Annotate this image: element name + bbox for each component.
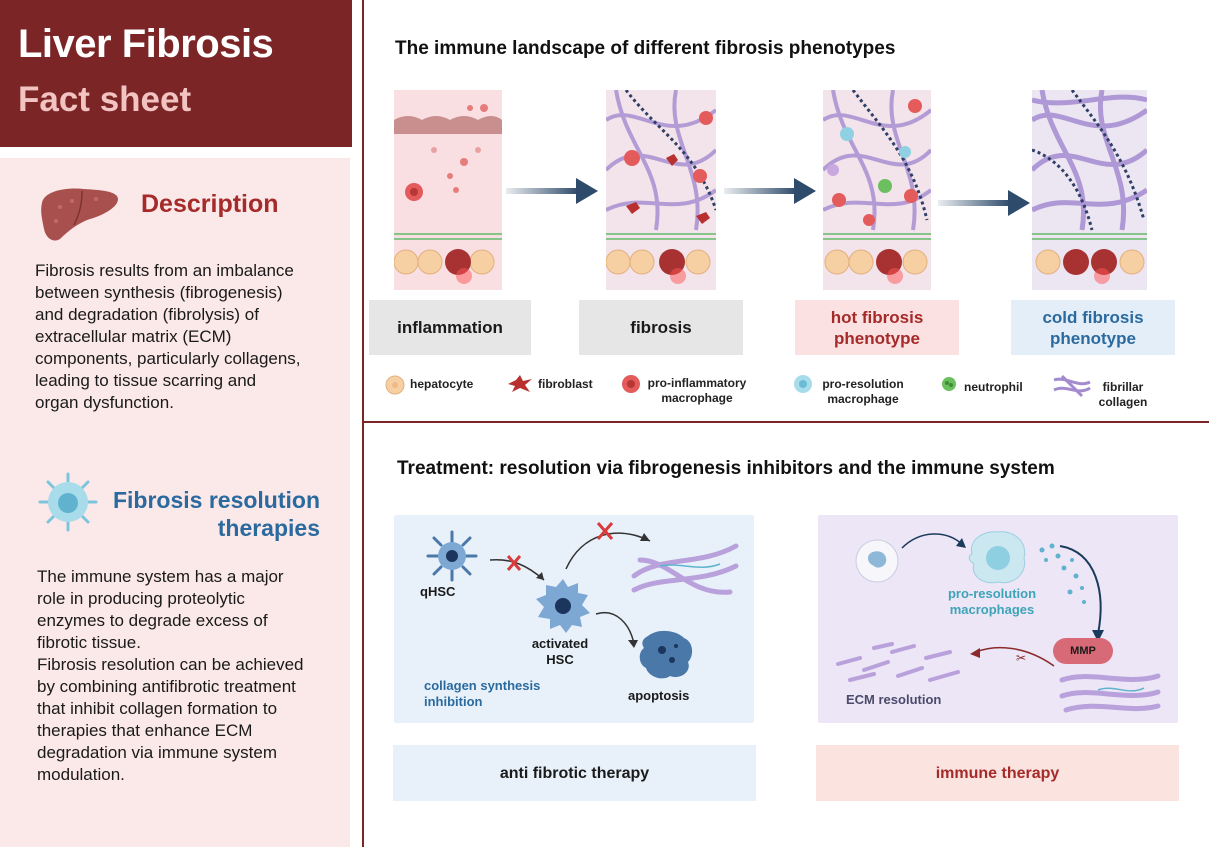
hot-fibrosis-tissue — [823, 90, 931, 290]
ecm-resolution-label: ECM resolution — [846, 692, 942, 707]
secretion-arrow-icon — [1039, 543, 1104, 642]
resolution-line: that inhibit collagen formation to — [37, 699, 278, 718]
arrow-icon — [938, 190, 1030, 216]
resolution-heading-line2: therapies — [217, 515, 320, 541]
legend-label: fibroblast — [538, 377, 593, 391]
mmp-badge: MMP — [1053, 638, 1113, 664]
landscape-heading: The immune landscape of different fibros… — [395, 38, 896, 59]
resolution-line: modulation. — [37, 765, 125, 784]
immune-therapy-text: immune therapy — [935, 764, 1060, 782]
page-subtitle: Fact sheet — [18, 80, 192, 119]
stage-label-text: cold fibrosis phenotype — [1042, 307, 1144, 348]
legend-label: neutrophil — [964, 380, 1023, 394]
svg-text:✂: ✂ — [1016, 651, 1026, 665]
inflammation-tissue — [394, 90, 502, 290]
blocked-arrow-icon — [565, 522, 651, 570]
description-line: Fibrosis results from an imbalance — [35, 261, 294, 280]
macrophage-icon — [38, 472, 98, 532]
stage-label-text: hot fibrosis phenotype — [830, 307, 924, 348]
legend-label: pro-resolution macrophage — [822, 377, 904, 406]
fibroblast-icon — [508, 375, 532, 392]
pro-resolution-macrophages-label: pro-resolution macrophages — [947, 586, 1037, 617]
apoptotic-cell-icon — [639, 630, 693, 679]
resolution-line: The immune system has a major — [37, 567, 284, 586]
resolution-line: fibrotic tissue. — [37, 633, 141, 652]
vertical-divider — [362, 0, 364, 847]
activated-hsc-label: activated HSC — [531, 636, 589, 667]
resolution-text: The immune system has a major role in pr… — [37, 566, 303, 786]
fibrillar-collagen-icon — [1053, 374, 1091, 398]
pro-resolution-macrophage-icon — [794, 375, 812, 393]
description-line: organ dysfunction. — [35, 393, 174, 412]
stage-label-fibrosis: fibrosis — [579, 300, 743, 355]
arrow-icon — [901, 533, 966, 549]
qhsc-cell-icon — [426, 530, 478, 582]
stage-label-inflammation: inflammation — [369, 300, 531, 355]
collagen-fibers-icon — [1059, 673, 1161, 713]
anti-fibrotic-therapy-label: anti fibrotic therapy — [393, 745, 756, 801]
resolution-line: therapies that enhance ECM — [37, 721, 253, 740]
resolution-line: degradation via immune system — [37, 743, 278, 762]
activated-hsc-icon — [536, 579, 590, 633]
hepatocyte-icon — [385, 375, 405, 395]
stage-label-text: inflammation — [397, 318, 503, 337]
resolution-line: role in producing proteolytic — [37, 589, 245, 608]
liver-icon — [41, 188, 119, 241]
degraded-collagen-icon — [836, 642, 960, 682]
description-text: Fibrosis results from an imbalance betwe… — [35, 260, 301, 414]
collagen-fibers-icon — [631, 543, 739, 595]
resolution-heading: Fibrosis resolution therapies — [108, 486, 320, 542]
legend: hepatocyte fibroblast pro-inflammatory m… — [380, 372, 1205, 414]
treatment-heading: Treatment: resolution via fibrogenesis i… — [397, 458, 1055, 479]
cleavage-arrow-icon: ✂ — [970, 646, 1055, 667]
resolution-line: by combining antifibrotic treatment — [37, 677, 296, 696]
arrow-icon — [724, 178, 816, 204]
apoptosis-label: apoptosis — [628, 688, 690, 703]
legend-label: hepatocyte — [410, 377, 474, 391]
legend-label: pro-inflammatory macrophage — [647, 376, 747, 405]
immune-therapy-label: immune therapy — [816, 745, 1179, 801]
monocyte-icon — [855, 539, 899, 583]
mmp-label: MMP — [1070, 645, 1096, 657]
neutrophil-icon — [942, 377, 956, 391]
pro-resolution-macrophage-icon — [968, 531, 1026, 584]
title-banner — [0, 0, 352, 147]
description-heading: Description — [141, 190, 279, 218]
horizontal-divider — [362, 421, 1209, 423]
collagen-inhibition-label: collagen synthesis inhibition — [424, 678, 541, 709]
blocked-arrow-icon — [489, 555, 545, 581]
legend-label: fibrillar collagen — [1098, 380, 1148, 409]
stage-label-hot: hot fibrosis phenotype — [795, 300, 959, 355]
anti-fibrotic-therapy-text: anti fibrotic therapy — [499, 764, 650, 782]
qhsc-label: qHSC — [420, 584, 456, 599]
stage-label-text: fibrosis — [630, 318, 692, 337]
stage-label-cold: cold fibrosis phenotype — [1011, 300, 1175, 355]
description-line: leading to tissue scarring and — [35, 371, 257, 390]
resolution-line: Fibrosis resolution can be achieved — [37, 655, 304, 674]
resolution-heading-line1: Fibrosis resolution — [112, 487, 320, 513]
description-line: and degradation (fibrolysis) of — [35, 305, 259, 324]
description-line: components, particularly collagens, — [35, 349, 301, 368]
fibrosis-tissue — [606, 90, 716, 290]
page-title: Liver Fibrosis — [18, 22, 274, 66]
description-line: between synthesis (fibrogenesis) — [35, 283, 283, 302]
description-line: extracellular matrix (ECM) — [35, 327, 232, 346]
arrow-icon — [506, 178, 598, 204]
arrow-icon — [595, 611, 638, 648]
resolution-line: enzymes to degrade excess of — [37, 611, 268, 630]
cold-fibrosis-tissue — [1032, 90, 1147, 290]
pro-inflammatory-macrophage-icon — [622, 375, 640, 393]
